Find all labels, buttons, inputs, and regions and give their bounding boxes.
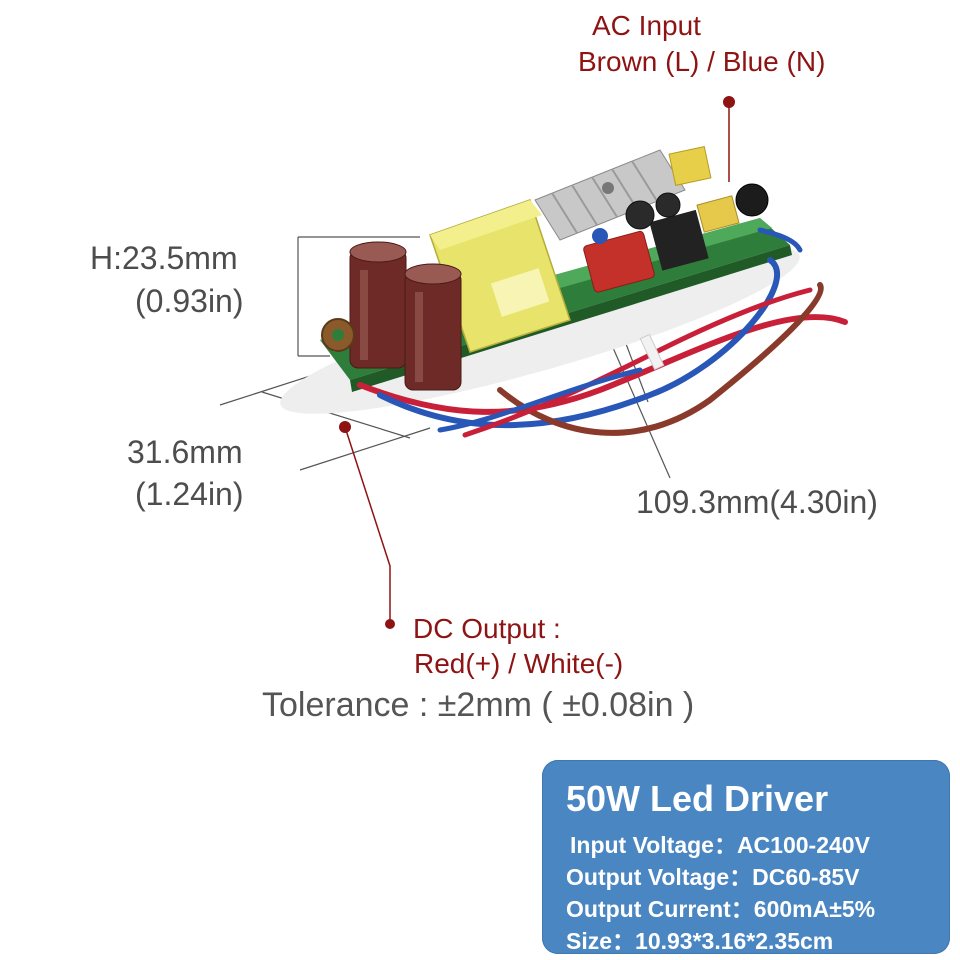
spec-output-current: Output Current：600mA±5% bbox=[566, 896, 876, 922]
dc-output-wires: Red(+) / White(-) bbox=[414, 648, 624, 679]
width-mm-label: 31.6mm bbox=[127, 434, 243, 470]
spec-title: 50W Led Driver bbox=[566, 778, 829, 819]
cable-tie bbox=[639, 333, 665, 371]
ac-input-title: AC Input bbox=[592, 10, 701, 41]
capacitor-right bbox=[404, 263, 462, 391]
small-components bbox=[583, 183, 769, 293]
callout-dc-output bbox=[339, 421, 395, 629]
spec-output-voltage: Output Voltage：DC60-85V bbox=[566, 864, 860, 890]
tolerance-note: Tolerance : ±2mm ( ±0.08in ) bbox=[262, 686, 695, 724]
capacitor-left bbox=[349, 241, 407, 369]
width-inch-label: (1.24in) bbox=[135, 476, 244, 512]
spec-card: 50W Led Driver Input Voltage：AC100-240V … bbox=[542, 760, 950, 954]
transformer bbox=[429, 199, 571, 353]
spec-size: Size：10.93*3.16*2.35cm bbox=[566, 928, 834, 954]
height-mm-label: H:23.5mm bbox=[90, 240, 238, 276]
dc-output-title: DC Output : bbox=[413, 613, 561, 644]
height-inch-label: (0.93in) bbox=[135, 283, 244, 319]
film-capacitor bbox=[668, 146, 712, 186]
callout-ac-input bbox=[723, 96, 735, 182]
toroid-inductor bbox=[321, 318, 355, 352]
spec-input-voltage: Input Voltage：AC100-240V bbox=[570, 832, 870, 858]
ac-input-wires: Brown (L) / Blue (N) bbox=[578, 46, 826, 77]
length-label: 109.3mm(4.30in) bbox=[636, 484, 878, 520]
output-wires bbox=[357, 227, 848, 438]
heat-sink bbox=[534, 149, 686, 241]
